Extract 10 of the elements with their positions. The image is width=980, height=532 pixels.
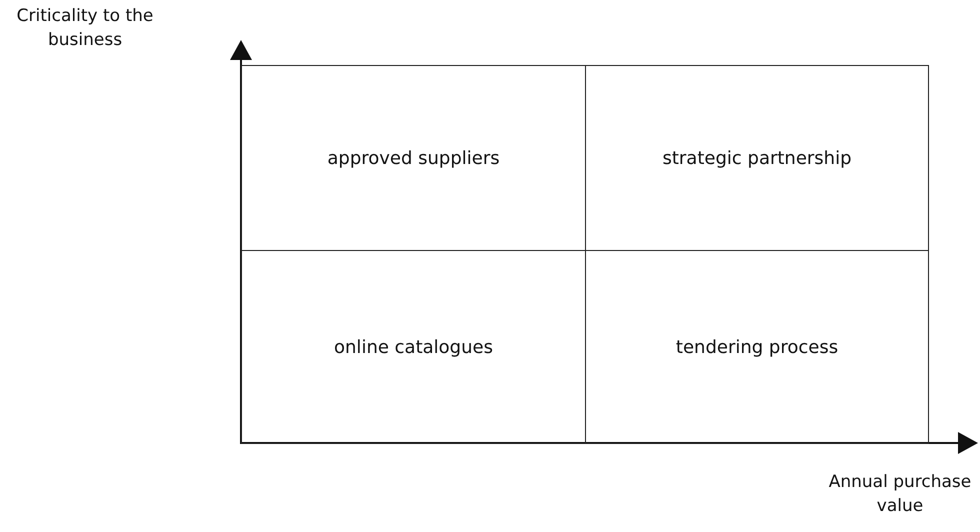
- quadrant-box: [241, 250, 586, 444]
- quadrant-box: [585, 250, 929, 444]
- quadrant-label: strategic partnership: [662, 148, 852, 168]
- quadrant-label: approved suppliers: [327, 148, 500, 168]
- quadrant-label: online catalogues: [334, 336, 493, 358]
- y-axis-title: Criticality to the business: [16, 5, 154, 52]
- quadrant-box: [585, 65, 929, 251]
- x-axis-title: Annual purchase value: [828, 471, 972, 518]
- quadrant-label: tendering process: [676, 336, 838, 358]
- quadrant-box: [241, 65, 586, 251]
